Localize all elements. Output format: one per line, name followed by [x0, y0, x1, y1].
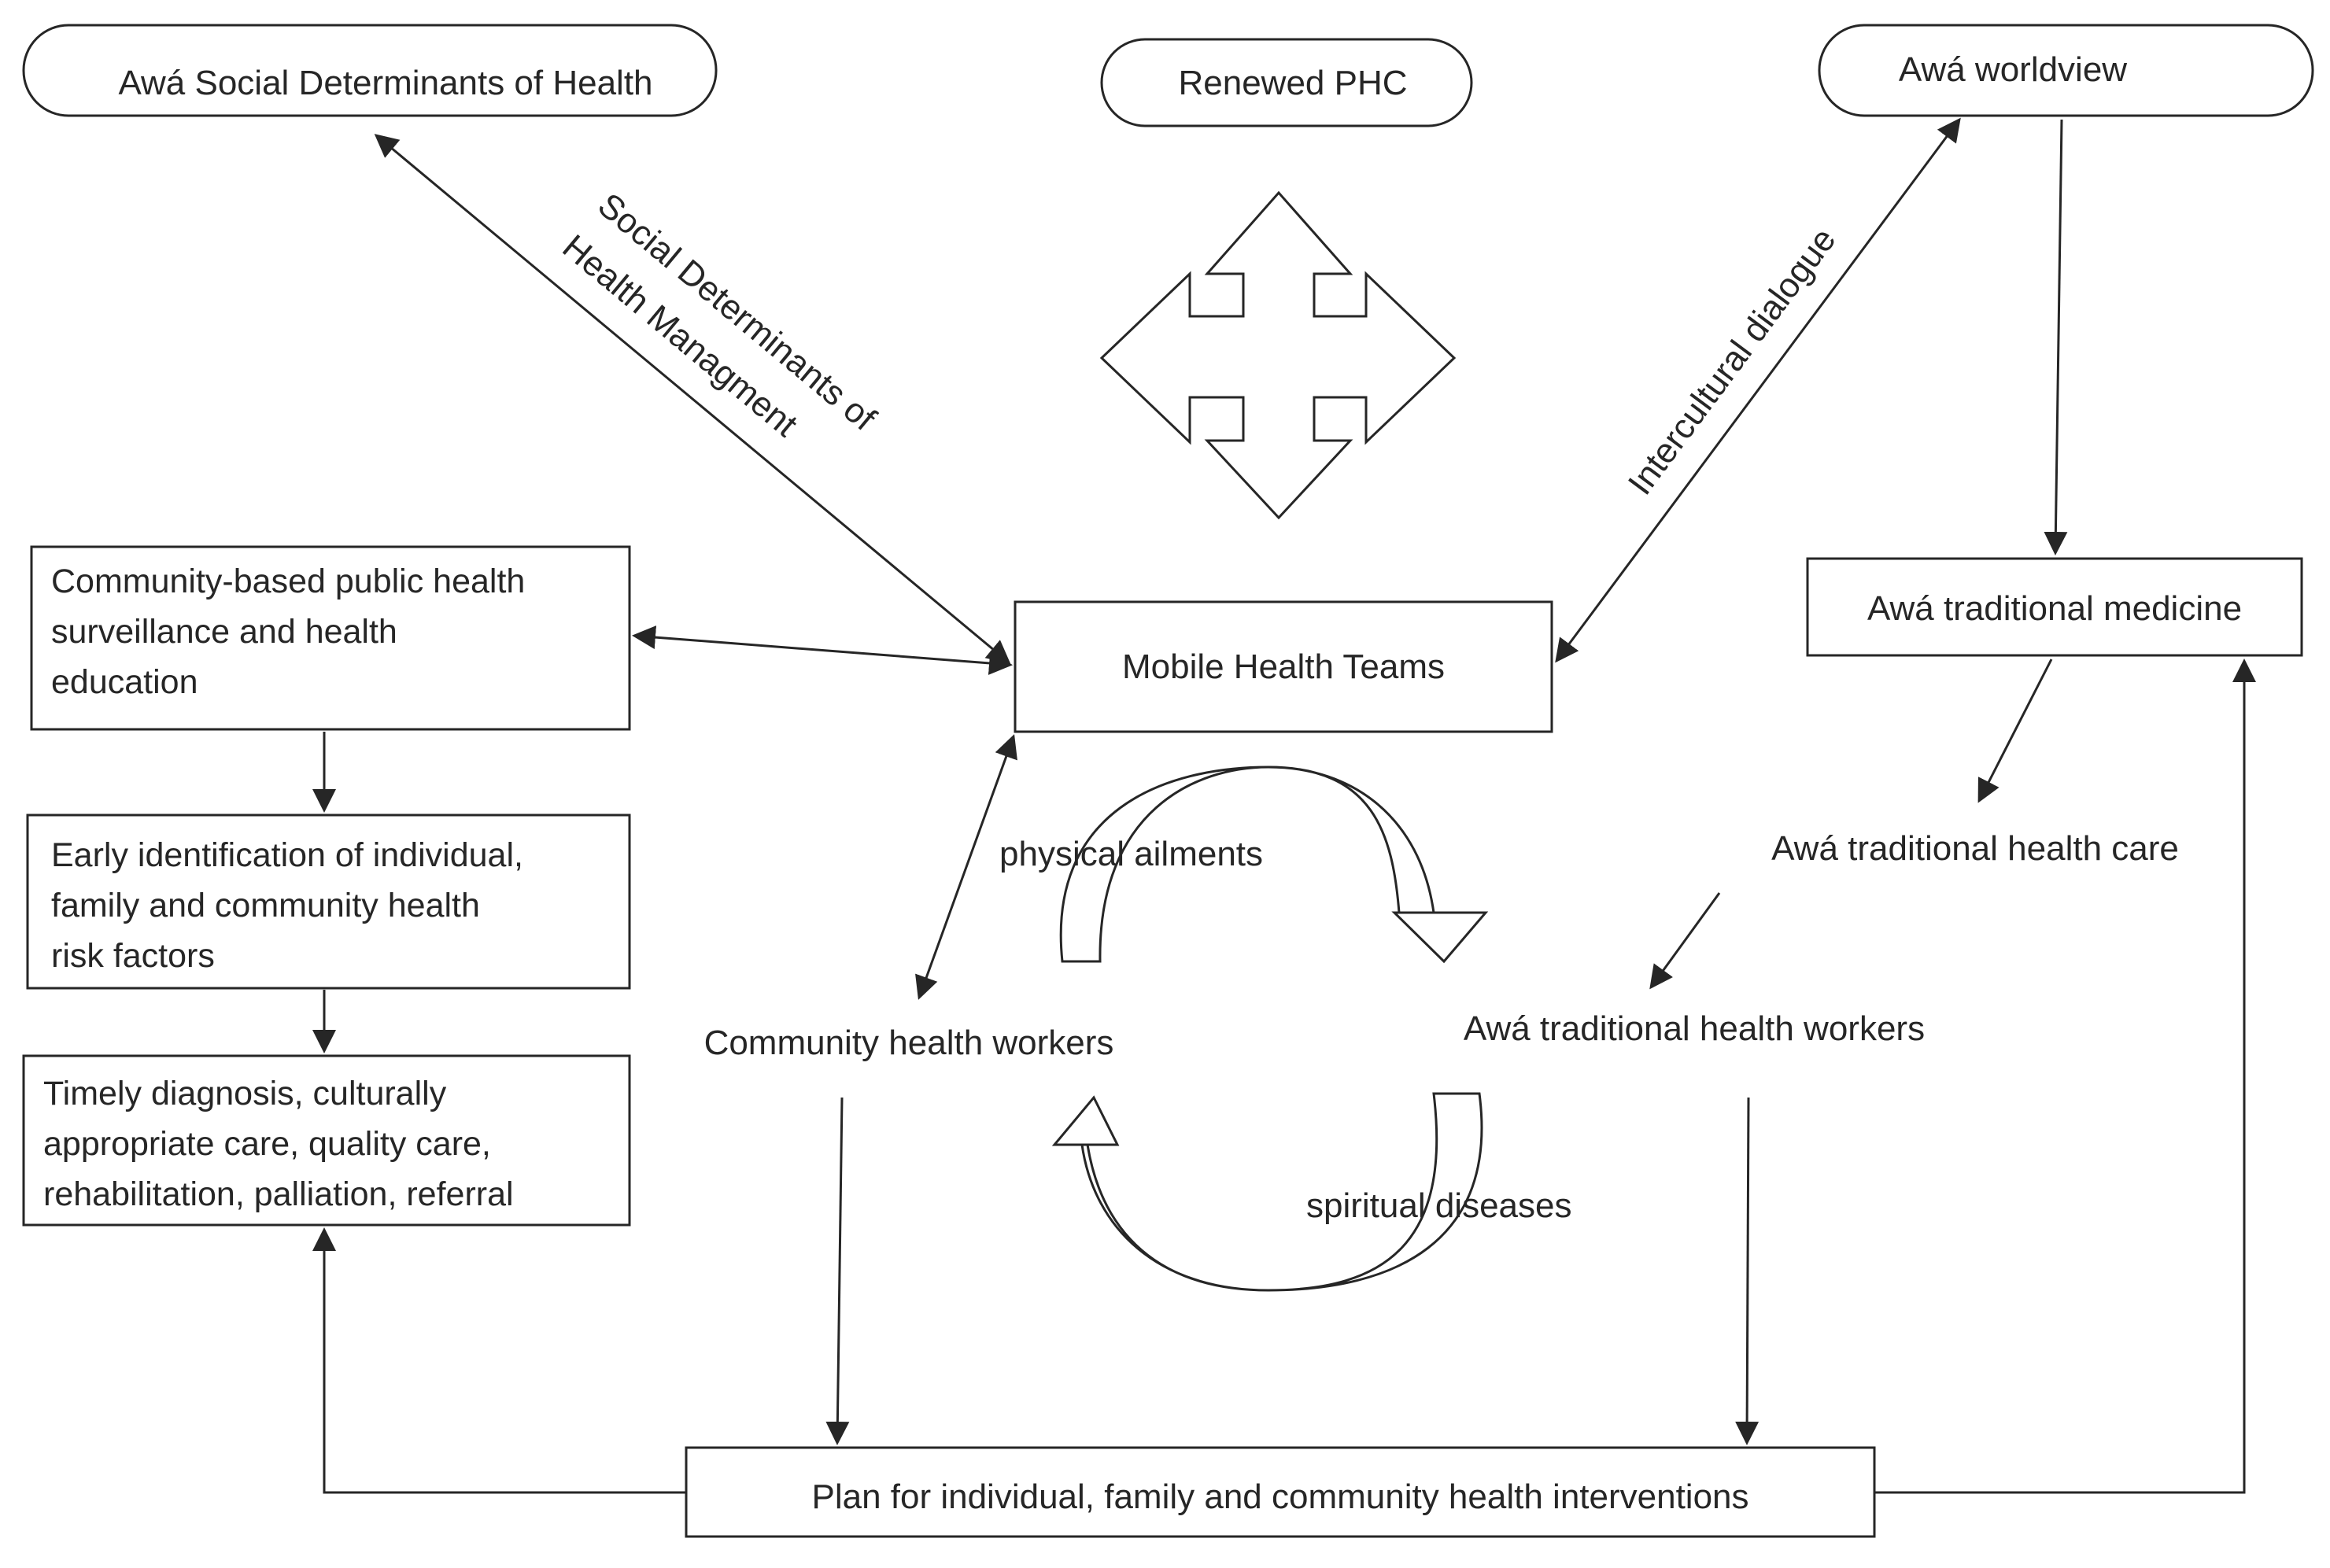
early-identification-line-2: family and community health [51, 887, 480, 924]
mobile-surveillance-arrow [632, 625, 1013, 675]
workers-plan-arrow [1735, 1097, 1760, 1445]
community-surveillance-line-2: surveillance and health [51, 613, 397, 651]
medicine-care-arrow [1977, 659, 2053, 803]
awa-worldview-node: Awá worldview [1818, 24, 2314, 117]
community-health-workers-label: Community health workers [704, 1024, 1114, 1062]
awa-traditional-care-label: Awá traditional health care [1771, 829, 2179, 868]
plan-timely-arrow [312, 1227, 686, 1494]
sdh-mobile-arrow [374, 134, 1011, 664]
plan-box: Plan for individual, family and communit… [685, 1446, 1876, 1538]
awa-traditional-medicine-box: Awá traditional medicine [1806, 557, 2303, 657]
care-workers-arrow [1649, 892, 1721, 990]
plan-medicine-arrow [1874, 659, 2256, 1494]
physical-ailments-label: physical ailments [999, 835, 1263, 873]
awa-worldview-label: Awá worldview [1899, 50, 2127, 89]
renewed-phc-label: Renewed PHC [1178, 64, 1407, 102]
awa-sdh-label: Awá Social Determinants of Health [118, 64, 652, 102]
community-surveillance-line-3: education [51, 663, 198, 701]
community-surveillance-box: Community-based public health surveillan… [30, 545, 631, 731]
awa-traditional-medicine-label: Awá traditional medicine [1867, 589, 2242, 628]
mobile-teams-label: Mobile Health Teams [1122, 647, 1445, 686]
awa-sdh-node: Awá Social Determinants of Health [22, 24, 718, 117]
plan-label: Plan for individual, family and communit… [811, 1478, 1748, 1516]
spiritual-diseases-label: spiritual diseases [1306, 1186, 1572, 1225]
worldview-medicine-arrow [2044, 119, 2068, 555]
timely-diagnosis-line-2: appropriate care, quality care, [43, 1125, 491, 1163]
early-identification-box: Early identification of individual, fami… [26, 814, 631, 990]
four-way-arrow-icon [1099, 190, 1457, 520]
awa-traditional-workers-label: Awá traditional health workers [1464, 1009, 1925, 1048]
worldview-mobile-arrow [1555, 117, 1961, 663]
community-surveillance-line-1: Community-based public health [51, 563, 525, 600]
timely-diagnosis-box: Timely diagnosis, culturally appropriate… [22, 1054, 631, 1227]
spiritual-diseases-curved-arrow [1051, 1092, 1483, 1292]
early-identification-line-1: Early identification of individual, [51, 836, 523, 874]
renewed-phc-node: Renewed PHC [1100, 38, 1473, 127]
early-identification-line-3: risk factors [51, 937, 215, 975]
mobile-teams-box: Mobile Health Teams [1014, 600, 1553, 733]
chw-plan-arrow [825, 1097, 850, 1445]
intercultural-dialogue-label: Intercultural dialogue [1621, 221, 1844, 502]
timely-diagnosis-line-3: rehabilitation, palliation, referral [43, 1175, 514, 1213]
physical-ailments-curved-arrow [1059, 766, 1489, 964]
timely-diagnosis-line-1: Timely diagnosis, culturally [43, 1075, 447, 1112]
mobile-chw-arrow [915, 734, 1017, 1000]
